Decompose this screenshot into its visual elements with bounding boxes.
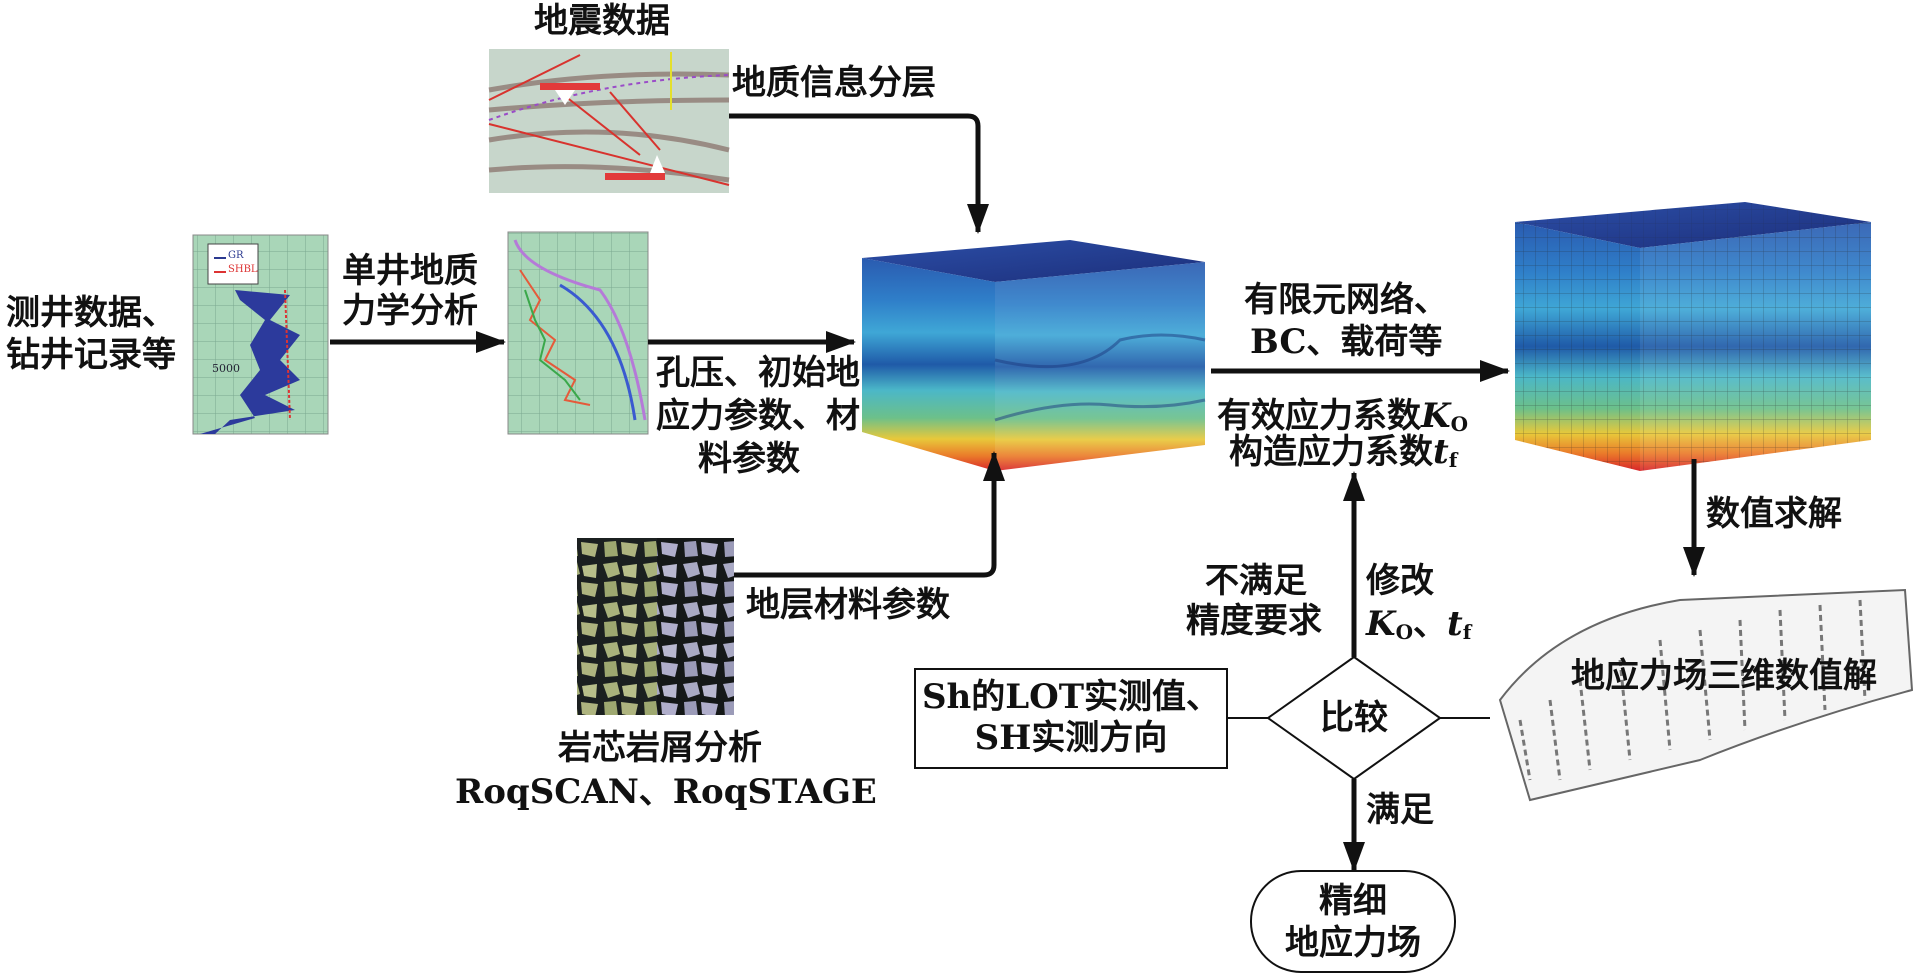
measured-line2: SH实测方向 (974, 718, 1168, 758)
log-depth-label: 5000 (212, 362, 240, 375)
rock-core-images (577, 538, 734, 715)
modify-coefficients: KO、tf (1366, 604, 1472, 644)
arrow-seismic-to-model (729, 113, 989, 234)
tectonic-stress-coefficient: 构造应力系数tf (1229, 432, 1458, 472)
params-line3: 料参数 (698, 439, 800, 479)
3d-geological-model (862, 240, 1206, 471)
well-label-line2: 钻井记录等 (6, 335, 176, 375)
final-line1: 精细 (1319, 881, 1387, 921)
params-line1: 孔压、初始地 (656, 353, 860, 393)
fail-line2: 精度要求 (1186, 601, 1322, 641)
geomech-label-line1: 单井地质 (342, 251, 478, 291)
stress-field-result-image (1498, 588, 1914, 802)
log-legend-shbl: SHBL (228, 264, 258, 275)
mesh-line2: BC、载荷等 (1250, 322, 1443, 362)
compare-label: 比较 (1320, 698, 1388, 738)
rock-arrow-label: 地层材料参数 (746, 585, 950, 625)
measured-line1: Sh的LOT实测值、 (921, 677, 1221, 717)
geomechanics-plot-image (507, 231, 649, 435)
mesh-line1: 有限元网络、 (1244, 280, 1448, 320)
solution-label: 地应力场三维数值解 (1571, 656, 1877, 696)
solve-label: 数值求解 (1706, 494, 1842, 534)
params-line2: 应力参数、材 (656, 396, 860, 436)
effective-stress-coefficient: 有效应力系数KO (1217, 396, 1468, 436)
pass-label: 满足 (1366, 790, 1434, 830)
compare-diamond (1266, 655, 1442, 781)
well-label-line1: 测井数据、 (6, 293, 176, 333)
rock-caption-line1: 岩芯岩屑分析 (558, 728, 762, 768)
modify-line1: 修改 (1366, 561, 1434, 601)
measured-values-box (914, 668, 1228, 769)
rock-caption-line2: RoqSCAN、RoqSTAGE (455, 772, 877, 812)
fail-line1: 不满足 (1205, 561, 1307, 601)
seismic-title: 地震数据 (534, 1, 670, 41)
well-log-image (192, 234, 329, 435)
log-legend-gr: GR (228, 250, 244, 261)
arrow-rock-to-model (734, 451, 1005, 578)
seismic-arrow-label: 地质信息分层 (732, 63, 936, 103)
seismic-image (488, 49, 730, 193)
final-stress-field-terminal (1250, 870, 1456, 973)
final-line2: 地应力场 (1285, 923, 1421, 963)
geomech-label-line2: 力学分析 (342, 291, 478, 331)
3d-finite-element-mesh-model (1515, 202, 1871, 471)
